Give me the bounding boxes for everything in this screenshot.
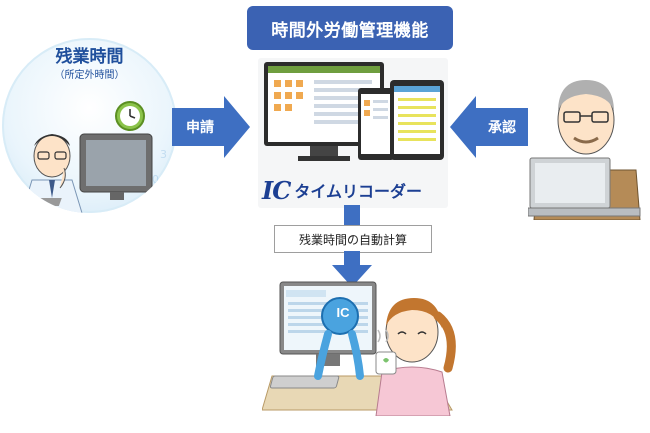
apply-label: 申請 — [186, 120, 214, 136]
diagram-title: 時間外労働管理機能 — [247, 6, 453, 50]
down-arrow-top — [344, 205, 360, 225]
devices-illustration — [264, 62, 444, 161]
laptop-icon — [528, 157, 641, 217]
decor-digit-5: 3 — [160, 148, 167, 161]
approve-arrow — [450, 96, 528, 158]
decor-digit-2: 8 — [22, 188, 29, 201]
logo-ic: IC — [262, 175, 291, 205]
keyboard-icon — [269, 375, 340, 389]
approver-illustration — [528, 80, 641, 220]
overtime-worker-circle: 残業時間 （所定外時間） 1 8 1 0 3 — [2, 38, 177, 213]
tablet-icon — [358, 88, 394, 160]
woman-figure — [375, 298, 456, 416]
mug-icon — [375, 329, 397, 375]
worker-monitor — [2, 133, 153, 206]
down-arrow-bottom — [332, 251, 372, 287]
decor-digit-1: 1 — [9, 176, 20, 191]
office-worker-illustration — [262, 281, 456, 416]
approve-label: 承認 — [488, 120, 516, 136]
decor-digit-4: 0 — [152, 173, 159, 186]
apply-arrow — [172, 96, 250, 158]
product-logo: IC タイムリコーダー — [262, 175, 442, 205]
worker-illustration: 1 8 1 0 3 — [2, 101, 167, 213]
auto-calc-label: 残業時間の自動計算 — [274, 225, 432, 253]
clock-icon — [115, 101, 145, 131]
large-tablet-icon — [390, 80, 444, 160]
overtime-title: 残業時間 — [55, 47, 124, 67]
ic-mascot — [314, 297, 364, 380]
overtime-subtitle: （所定外時間） — [54, 70, 125, 81]
mascot-badge: IC — [336, 305, 350, 320]
logo-name: タイムリコーダー — [294, 182, 423, 201]
